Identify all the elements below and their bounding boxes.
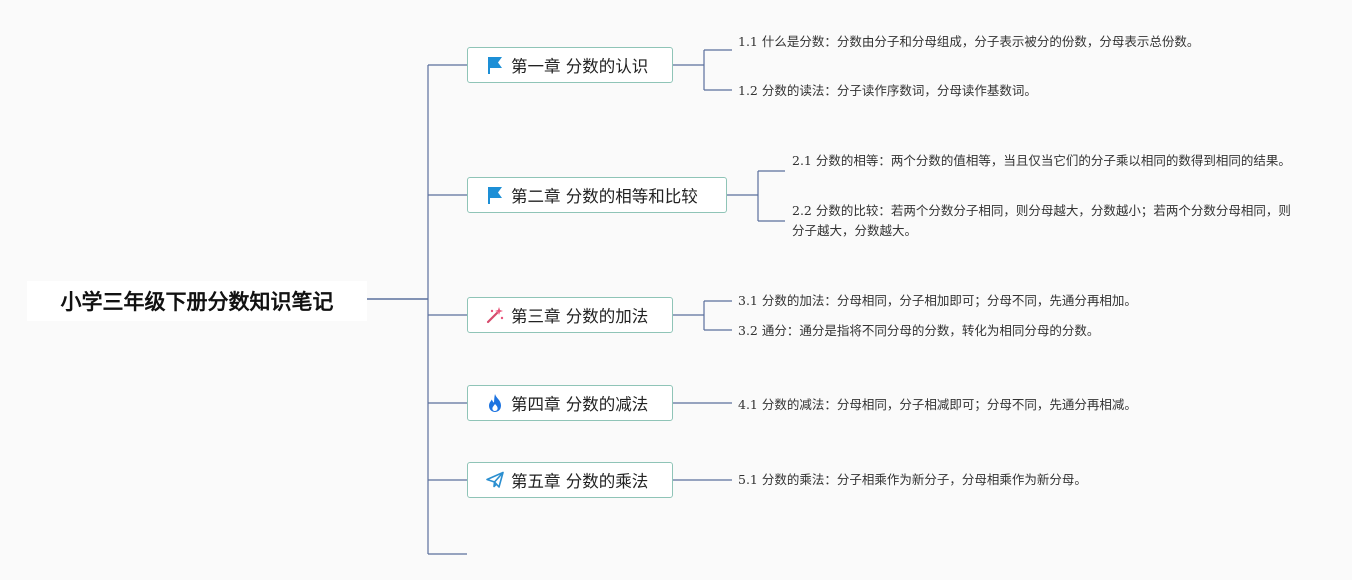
chapter-1-node[interactable]: 第一章 分数的认识 (467, 47, 673, 83)
chapter-5-label: 第五章 分数的乘法 (511, 472, 649, 491)
note-2-2: 2.2 分数的比较：若两个分数分子相同，则分母越大，分数越小；若两个分数分母相同… (792, 203, 1291, 238)
flag-icon (485, 55, 505, 75)
chapter-3-label: 第三章 分数的加法 (511, 307, 649, 326)
chapter-2-label: 第二章 分数的相等和比较 (511, 187, 698, 206)
chapter-3-node[interactable]: 第三章 分数的加法 (467, 297, 673, 333)
note-5-1: 5.1 分数的乘法：分子相乘作为新分子，分母相乘作为新分母。 (738, 472, 1087, 487)
note-4-1: 4.1 分数的减法：分母相同，分子相减即可；分母不同，先通分再相减。 (738, 397, 1137, 412)
paper-plane-icon (485, 470, 505, 490)
chapter-1-label: 第一章 分数的认识 (511, 57, 649, 76)
magic-wand-icon (485, 305, 505, 325)
note-1-2: 1.2 分数的读法：分子读作序数词，分母读作基数词。 (738, 83, 1037, 98)
chapter-2-node[interactable]: 第二章 分数的相等和比较 (467, 177, 727, 213)
root-topic[interactable]: 小学三年级下册分数知识笔记 (27, 281, 367, 321)
flag-icon (485, 185, 505, 205)
note-3-1: 3.1 分数的加法：分母相同，分子相加即可；分母不同，先通分再相加。 (738, 293, 1137, 308)
note-1-1: 1.1 什么是分数：分数由分子和分母组成，分子表示被分的份数，分母表示总份数。 (738, 34, 1200, 49)
chapter-4-node[interactable]: 第四章 分数的减法 (467, 385, 673, 421)
fire-icon (485, 393, 505, 413)
chapter-5-node[interactable]: 第五章 分数的乘法 (467, 462, 673, 498)
chapter-4-label: 第四章 分数的减法 (511, 395, 649, 414)
note-3-2: 3.2 通分：通分是指将不同分母的分数，转化为相同分母的分数。 (738, 323, 1100, 338)
note-2-1: 2.1 分数的相等：两个分数的值相等，当且仅当它们的分子乘以相同的数得到相同的结… (792, 153, 1291, 168)
root-title: 小学三年级下册分数知识笔记 (60, 290, 334, 314)
